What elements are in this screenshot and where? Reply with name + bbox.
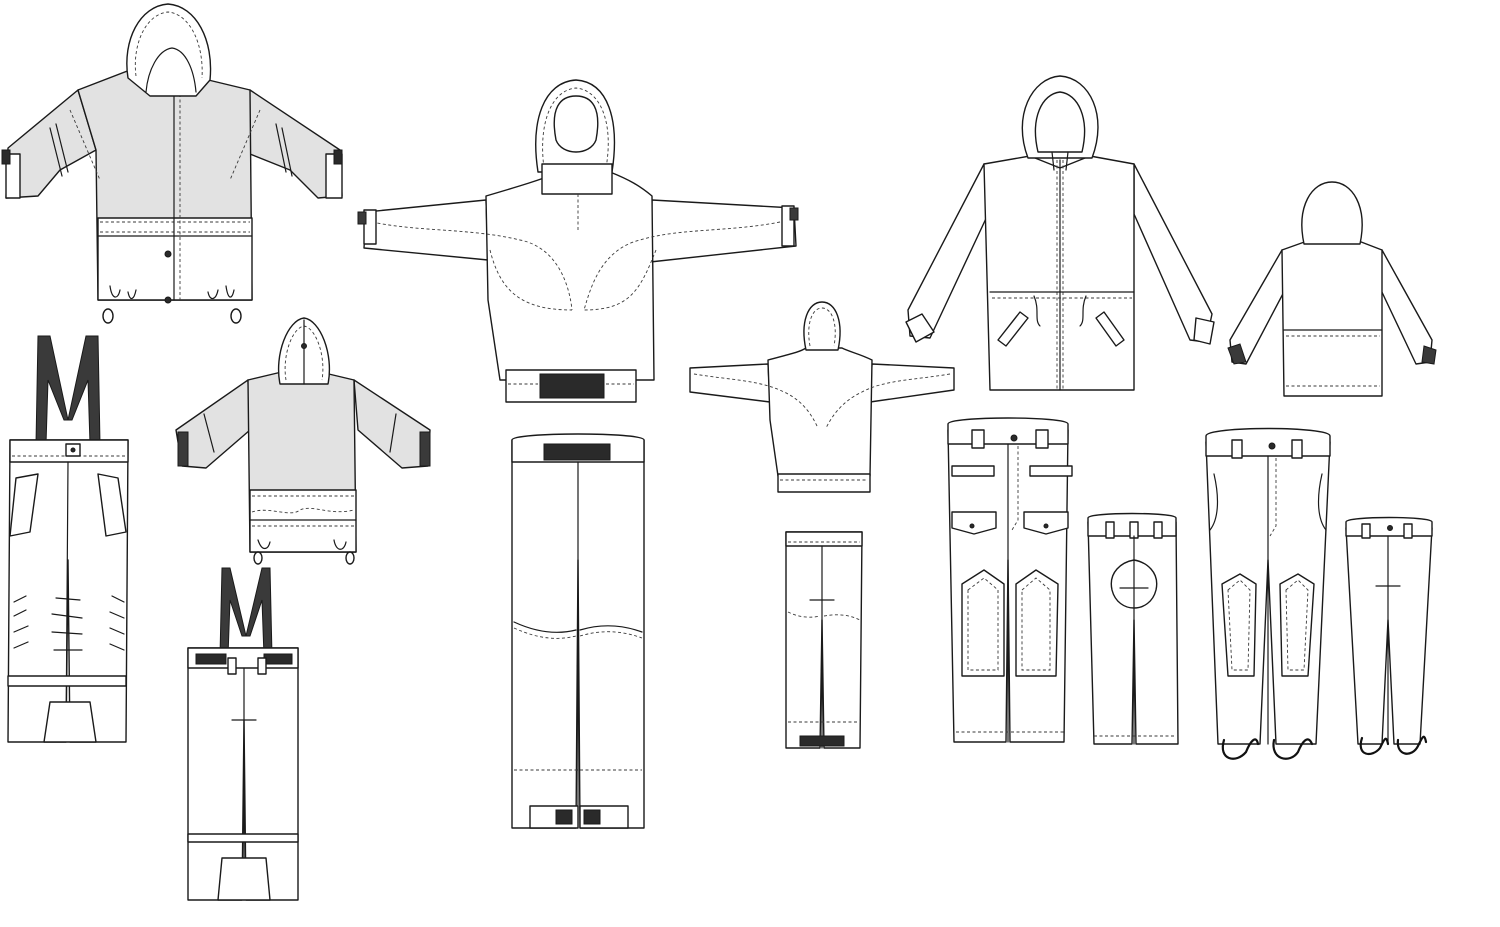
cargo-trousers-back [1087, 512, 1179, 745]
stirrup-trousers-front [1205, 427, 1331, 760]
stirrup-trousers-back [1345, 516, 1433, 756]
cargo-trousers-front [947, 417, 1073, 743]
jacket-hooded-small [175, 317, 431, 565]
jacket-hooded-panels [1, 3, 343, 324]
bib-trousers-small [187, 567, 299, 901]
parka-back [1227, 181, 1437, 397]
parka-front [905, 75, 1215, 391]
balaclava-top-small [689, 301, 955, 493]
trousers-velcro-large [511, 433, 645, 829]
bib-trousers-large [7, 335, 129, 743]
balaclava-top-large [357, 79, 799, 403]
trousers-velcro-small [785, 531, 863, 749]
